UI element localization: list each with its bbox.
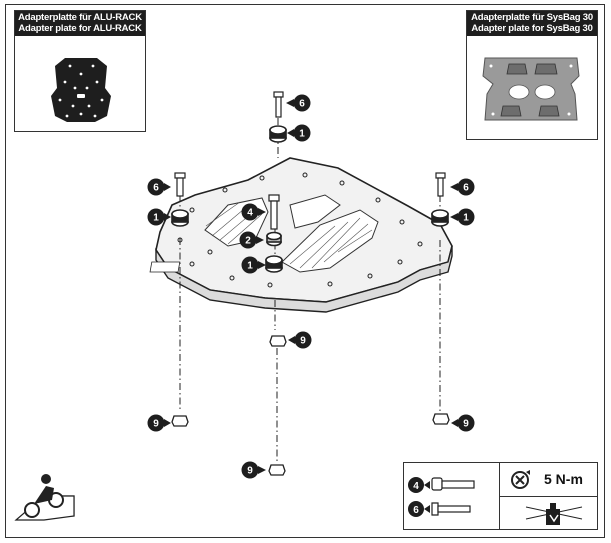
callout-number: 1 bbox=[463, 213, 469, 224]
callout-11: 9 bbox=[147, 414, 171, 432]
callout-bubble bbox=[147, 208, 165, 226]
callout-4: 1 bbox=[147, 208, 171, 226]
nuts bbox=[171, 335, 450, 476]
inset-sysbag-title-en: Adapter plate for SysBag 30 bbox=[471, 22, 593, 34]
callout-6: 1 bbox=[450, 208, 475, 226]
screw-6-right bbox=[435, 172, 446, 197]
torque-wrench-icon bbox=[511, 470, 530, 489]
callout-3: 6 bbox=[147, 178, 171, 196]
callout-bubble bbox=[457, 414, 475, 432]
legend-screws: 4 6 bbox=[408, 477, 475, 517]
callout-bubble bbox=[293, 94, 311, 112]
callout-bubble bbox=[293, 124, 311, 142]
fastener-legend: 4 6 5 N-m bbox=[403, 462, 598, 530]
callout-bubble bbox=[457, 178, 475, 196]
callout-2: 1 bbox=[287, 124, 311, 142]
inset-sysbag-title-de: Adapterplatte für SysBag 30 bbox=[471, 12, 593, 23]
callout-8: 2 bbox=[239, 231, 264, 249]
callout-10: 9 bbox=[288, 331, 312, 349]
figure-frame bbox=[5, 4, 605, 538]
inset-alu-rack-title-de: Adapterplatte für ALU-RACK bbox=[18, 12, 142, 23]
alu-rack-plate-illustration bbox=[51, 58, 111, 122]
inset-sysbag-30: Adapterplatte für SysBag 30 Adapter plat… bbox=[466, 10, 598, 140]
callout-bubble bbox=[147, 178, 165, 196]
callout-1: 6 bbox=[286, 94, 311, 112]
screw-6-left bbox=[174, 172, 186, 197]
callout-number: 4 bbox=[247, 208, 253, 219]
callouts: 6 1 6 1 6 1 4 2 1 9 9 9 9 bbox=[147, 94, 475, 479]
screw-4-center bbox=[268, 194, 280, 230]
callout-number: 1 bbox=[153, 213, 159, 224]
callout-bubble bbox=[147, 414, 165, 432]
inset-alu-rack-title-en: Adapter plate for ALU-RACK bbox=[18, 22, 142, 34]
inset-alu-rack: Adapterplatte für ALU-RACK Adapter plate… bbox=[14, 10, 146, 132]
callout-number: 2 bbox=[245, 236, 251, 247]
callout-7: 4 bbox=[241, 203, 266, 221]
inset-alu-rack-header: Adapterplatte für ALU-RACK Adapter plate… bbox=[15, 11, 145, 36]
callout-bubble bbox=[294, 331, 312, 349]
legend-item-6-num: 6 bbox=[413, 505, 419, 516]
threadlock-icon bbox=[525, 503, 583, 525]
callout-bubble bbox=[241, 461, 259, 479]
callout-number: 9 bbox=[463, 419, 469, 430]
callout-5: 6 bbox=[450, 178, 475, 196]
sysbag-plate-illustration bbox=[482, 57, 580, 121]
callout-number: 6 bbox=[463, 183, 469, 194]
callout-number: 6 bbox=[153, 183, 159, 194]
rider-icon bbox=[14, 474, 75, 521]
legend-divider-horizontal bbox=[499, 496, 597, 497]
callout-13: 9 bbox=[241, 461, 266, 479]
washers bbox=[171, 125, 449, 273]
callout-number: 9 bbox=[247, 466, 253, 477]
inset-sysbag-header: Adapterplatte für SysBag 30 Adapter plat… bbox=[467, 11, 597, 36]
callout-number: 9 bbox=[153, 419, 159, 430]
callout-12: 9 bbox=[451, 414, 475, 432]
callout-number: 9 bbox=[300, 336, 306, 347]
callout-number: 1 bbox=[299, 129, 305, 140]
callout-number: 6 bbox=[299, 99, 305, 110]
callout-bubble bbox=[241, 256, 259, 274]
callout-bubble bbox=[457, 208, 475, 226]
callout-9: 1 bbox=[241, 256, 266, 274]
adapter-plate bbox=[149, 157, 453, 313]
torque-value: 5 N-m bbox=[544, 471, 583, 487]
callout-bubble bbox=[241, 203, 259, 221]
screw-6-top bbox=[273, 91, 284, 118]
callout-number: 1 bbox=[247, 261, 253, 272]
legend-item-4-num: 4 bbox=[413, 481, 419, 492]
callout-bubble bbox=[239, 231, 257, 249]
